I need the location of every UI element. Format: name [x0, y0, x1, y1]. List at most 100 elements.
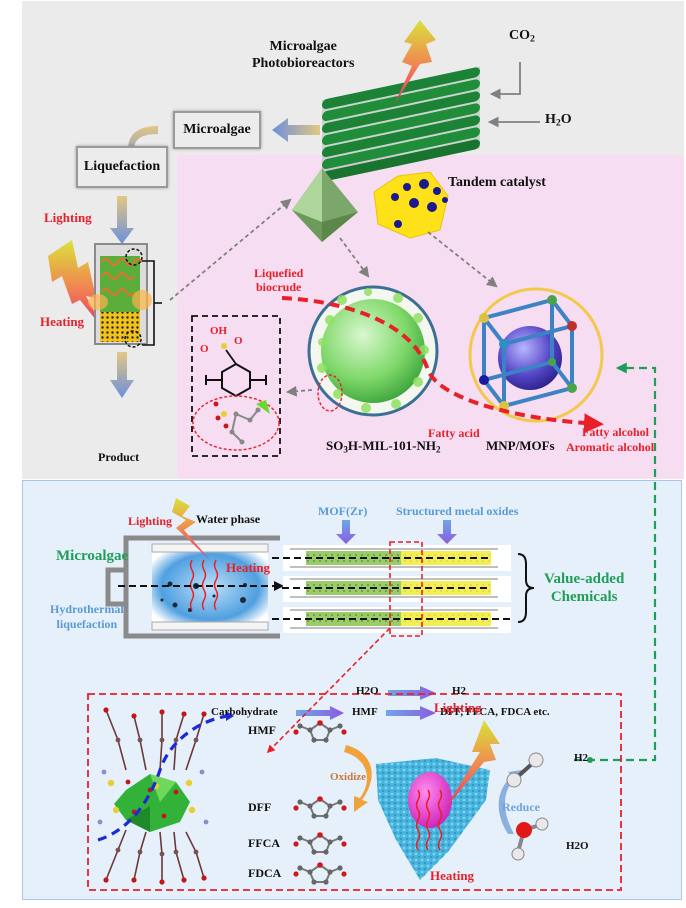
- dashed-arrow-to-inset: [285, 385, 313, 397]
- value-added-brace: [517, 553, 535, 623]
- arrow-metal-oxides: [437, 520, 457, 544]
- liquefied-biocrude-line2: biocrude: [256, 280, 302, 294]
- oxidize-label: Oxidize: [330, 771, 367, 783]
- oxygen-label-left: O: [200, 343, 209, 355]
- detail-h2-label: H2: [574, 752, 589, 764]
- reduce-label: Reduce: [502, 800, 540, 814]
- tandem-catalyst-label: Tandem catalyst: [448, 175, 546, 190]
- arrow-hmf-to-products: [386, 706, 436, 720]
- hydrothermal-label-line1: Hydrothermal: [50, 602, 124, 616]
- detail-h2o-label: H2O: [566, 840, 589, 852]
- diffusion-arrow-head: [226, 711, 234, 721]
- detail-lighting-label: Lighting: [434, 700, 482, 715]
- aromatic-alcohol-label: Aromatic alcohol: [566, 440, 655, 454]
- photobioreactor-label-line2: Photobioreactors: [252, 56, 355, 71]
- microalgae-feed-label: Microalgae: [56, 548, 129, 564]
- liquefied-biocrude-label: Liquefied biocrude: [254, 266, 303, 294]
- water-phase-label: Water phase: [196, 512, 261, 526]
- so3h-label-part-b: H-MIL-101-NH: [347, 438, 436, 453]
- catalyst-fixed-bed-tubes: [272, 541, 511, 637]
- h2o-molecule-model: [511, 817, 549, 861]
- value-added-line2: Chemicals: [550, 589, 618, 605]
- lightning-bolt-icon: [444, 720, 500, 810]
- liquefaction-box: Liquefaction: [76, 146, 168, 188]
- mnp-mofs-label: MNP/MOFs: [486, 438, 555, 453]
- tandem-catalyst-particle: [373, 171, 449, 239]
- detail-heating-label: Heating: [430, 868, 475, 883]
- heating-label: Heating: [40, 314, 85, 329]
- diffusion-path-arrow: [97, 714, 229, 842]
- product-label: Product: [98, 450, 140, 464]
- microalgae-box: Microalgae: [173, 111, 261, 149]
- lightning-bolt-icon: [394, 20, 436, 105]
- dashed-arrow-to-so3h-mof: [339, 237, 370, 278]
- h2-molecule-model: [506, 752, 544, 788]
- mof-zr-label: MOF(Zr): [318, 504, 368, 518]
- h2o-label: H2O: [545, 112, 572, 128]
- oxidize-arrow: [344, 745, 372, 812]
- hydrothermal-lighting-label: Lighting: [128, 514, 173, 528]
- lighting-label: Lighting: [44, 210, 92, 225]
- so3h-label-part-a: SO: [326, 438, 344, 453]
- h2-product-label: H2: [452, 685, 467, 697]
- carbohydrate-label: Carbohydrate: [211, 706, 278, 718]
- furan-molecules: [293, 720, 347, 885]
- structured-metal-oxides-label: Structured metal oxides: [396, 504, 519, 518]
- co2-feed-arrow: [489, 62, 521, 100]
- h2o-reactant-label: H2O: [356, 685, 379, 697]
- co2-text: CO: [509, 28, 530, 43]
- molecule-label-dff: DFF: [248, 800, 272, 814]
- h2o-tail: O: [560, 112, 572, 127]
- arrow-carbohydrate-to-hmf: [296, 706, 344, 720]
- arrow-h2o-to-h2: [388, 686, 436, 700]
- arrow-to-microalgae: [272, 118, 320, 142]
- molecule-label-hmf: HMF: [248, 723, 276, 737]
- oh-label: OH: [210, 325, 228, 337]
- co2-subscript: 2: [530, 33, 535, 45]
- furan-molecule-dff: [293, 796, 347, 819]
- photobioreactor-tubes: [322, 66, 480, 182]
- liquefied-biocrude-line1: Liquefied: [254, 266, 304, 280]
- hydrothermal-reactor: [105, 535, 280, 639]
- arrow-to-reactor: [110, 196, 134, 244]
- oxygen-label-right: O: [234, 335, 243, 347]
- arrow-to-product: [110, 352, 134, 398]
- value-added-line1: Value-added: [544, 571, 625, 587]
- hydrothermal-liquefaction-label: Hydrothermal liquefaction: [50, 602, 124, 632]
- zoom-indicator-line: [266, 627, 391, 754]
- h2-return-line: [574, 362, 657, 762]
- hydrothermal-label-line2: liquefaction: [56, 617, 118, 631]
- h2o-subscript: 2: [555, 117, 561, 129]
- so3h-mil-101-nh2-label: SO3H-MIL-101-NH2: [326, 438, 441, 454]
- lightning-bolt-icon: [48, 240, 104, 330]
- hydrothermal-heating-label: Heating: [226, 560, 271, 575]
- products-label: DFF, FFCA, FDCA etc.: [440, 706, 550, 718]
- molecule-label-fdca: FDCA: [248, 866, 282, 880]
- value-added-chemicals-label: Value-added Chemicals: [544, 570, 624, 606]
- detail-inset-frame: [87, 693, 622, 891]
- fatty-alcohol-label: Fatty alcohol: [582, 425, 649, 439]
- lightning-bolt-icon: [172, 498, 210, 560]
- so3h-label-sub1: 3: [343, 444, 348, 455]
- so3h-mof-sphere: [307, 285, 439, 417]
- fatty-acid-label: Fatty acid: [428, 426, 480, 440]
- photobioreactor-label-line1: Microalgae: [269, 39, 337, 54]
- photocatalyst-foam-particle: [376, 758, 490, 880]
- furan-molecule-hmf: [293, 720, 347, 743]
- molecule-label-ffca: FFCA: [248, 836, 280, 850]
- dashed-arrow-to-mnp-mof: [427, 231, 498, 288]
- photobioreactor-label: Microalgae Photobioreactors: [252, 38, 354, 72]
- furan-molecule-ffca: [293, 832, 347, 855]
- hmf-label: HMF: [352, 706, 378, 718]
- h2o-text: H: [545, 112, 556, 127]
- sulfonated-linker-inset: [191, 315, 281, 457]
- co2-label: CO2: [509, 28, 535, 44]
- mnp-mof-cube: [468, 287, 604, 423]
- dashed-arrow-to-octahedron: [169, 198, 292, 301]
- arrow-mof-zr: [336, 520, 356, 544]
- reactor-column: [88, 243, 162, 348]
- zr-mof-cluster-model: [97, 707, 209, 885]
- reduce-arrow: [498, 770, 522, 834]
- octahedron-mof-crystal: [292, 168, 358, 242]
